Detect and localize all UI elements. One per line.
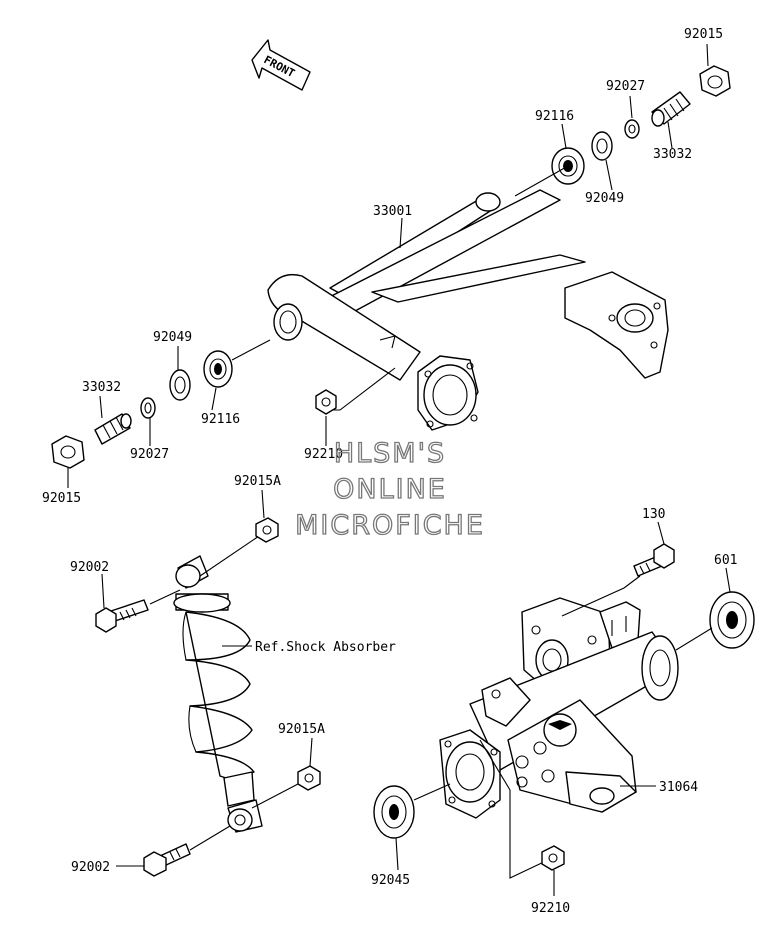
callout-92015-top: 92015: [684, 27, 723, 42]
shock-absorber: [173, 555, 263, 833]
callout-92002-bottom: 92002: [71, 860, 110, 875]
callout-92015A-bottom: 92015A: [278, 722, 325, 737]
bearing-92045: [373, 785, 415, 839]
front-arrow: FRONT: [251, 39, 311, 91]
watermark: HLSM'S ONLINE MICROFICHE: [294, 437, 485, 541]
callout-92015-left: 92015: [42, 491, 81, 506]
callout-33032-top: 33032: [653, 147, 692, 162]
callout-92002-top: 92002: [70, 560, 109, 575]
callout-92049-top: 92049: [585, 191, 624, 206]
callout-33032-left: 33032: [82, 380, 121, 395]
callout-601: 601: [714, 553, 737, 568]
axle-housing: [439, 597, 679, 819]
washer-92027-top: [624, 119, 640, 139]
collar-92049-top: [591, 131, 613, 161]
callout-ref-shock: Ref.Shock Absorber: [255, 640, 396, 655]
nut-92210-bottom: [541, 845, 565, 871]
callout-92210-bottom: 92210: [531, 901, 570, 916]
watermark-line-1: HLSM'S: [334, 438, 446, 469]
callout-130: 130: [642, 507, 665, 522]
callout-92027-top: 92027: [606, 79, 645, 94]
callout-92116-left: 92116: [201, 412, 240, 427]
nut-92015-left: [51, 435, 85, 469]
bolt-130: [633, 543, 675, 577]
callout-31064: 31064: [659, 780, 698, 795]
callout-labels: 92015 92027 92116 33032 92049 33001 9204…: [42, 27, 737, 916]
bolt-92002-top: [95, 599, 149, 633]
callout-92116-top: 92116: [535, 109, 574, 124]
shaft-33032-left: [94, 413, 132, 445]
callout-92210-mid: 92210: [304, 447, 343, 462]
callout-92027-left: 92027: [130, 447, 169, 462]
swing-arm: [267, 189, 669, 431]
bolt-92002-bottom: [143, 843, 191, 877]
nut-92015A-top: [255, 517, 279, 543]
callout-92015A-top: 92015A: [234, 474, 281, 489]
nut-92015-top: [699, 65, 731, 97]
shaft-33032-top: [651, 91, 691, 127]
callout-33001: 33001: [373, 204, 412, 219]
bearing-92116-left: [203, 350, 233, 388]
bearing-601: [709, 591, 755, 649]
watermark-line-2: ONLINE: [333, 474, 447, 505]
callout-92049-left: 92049: [153, 330, 192, 345]
nut-92015A-bottom: [297, 765, 321, 791]
callout-92045: 92045: [371, 873, 410, 888]
collar-92049-left: [169, 369, 191, 401]
washer-92027-left: [140, 397, 156, 419]
nut-92210-mid: [315, 389, 337, 415]
watermark-line-3: MICROFICHE: [295, 510, 485, 541]
